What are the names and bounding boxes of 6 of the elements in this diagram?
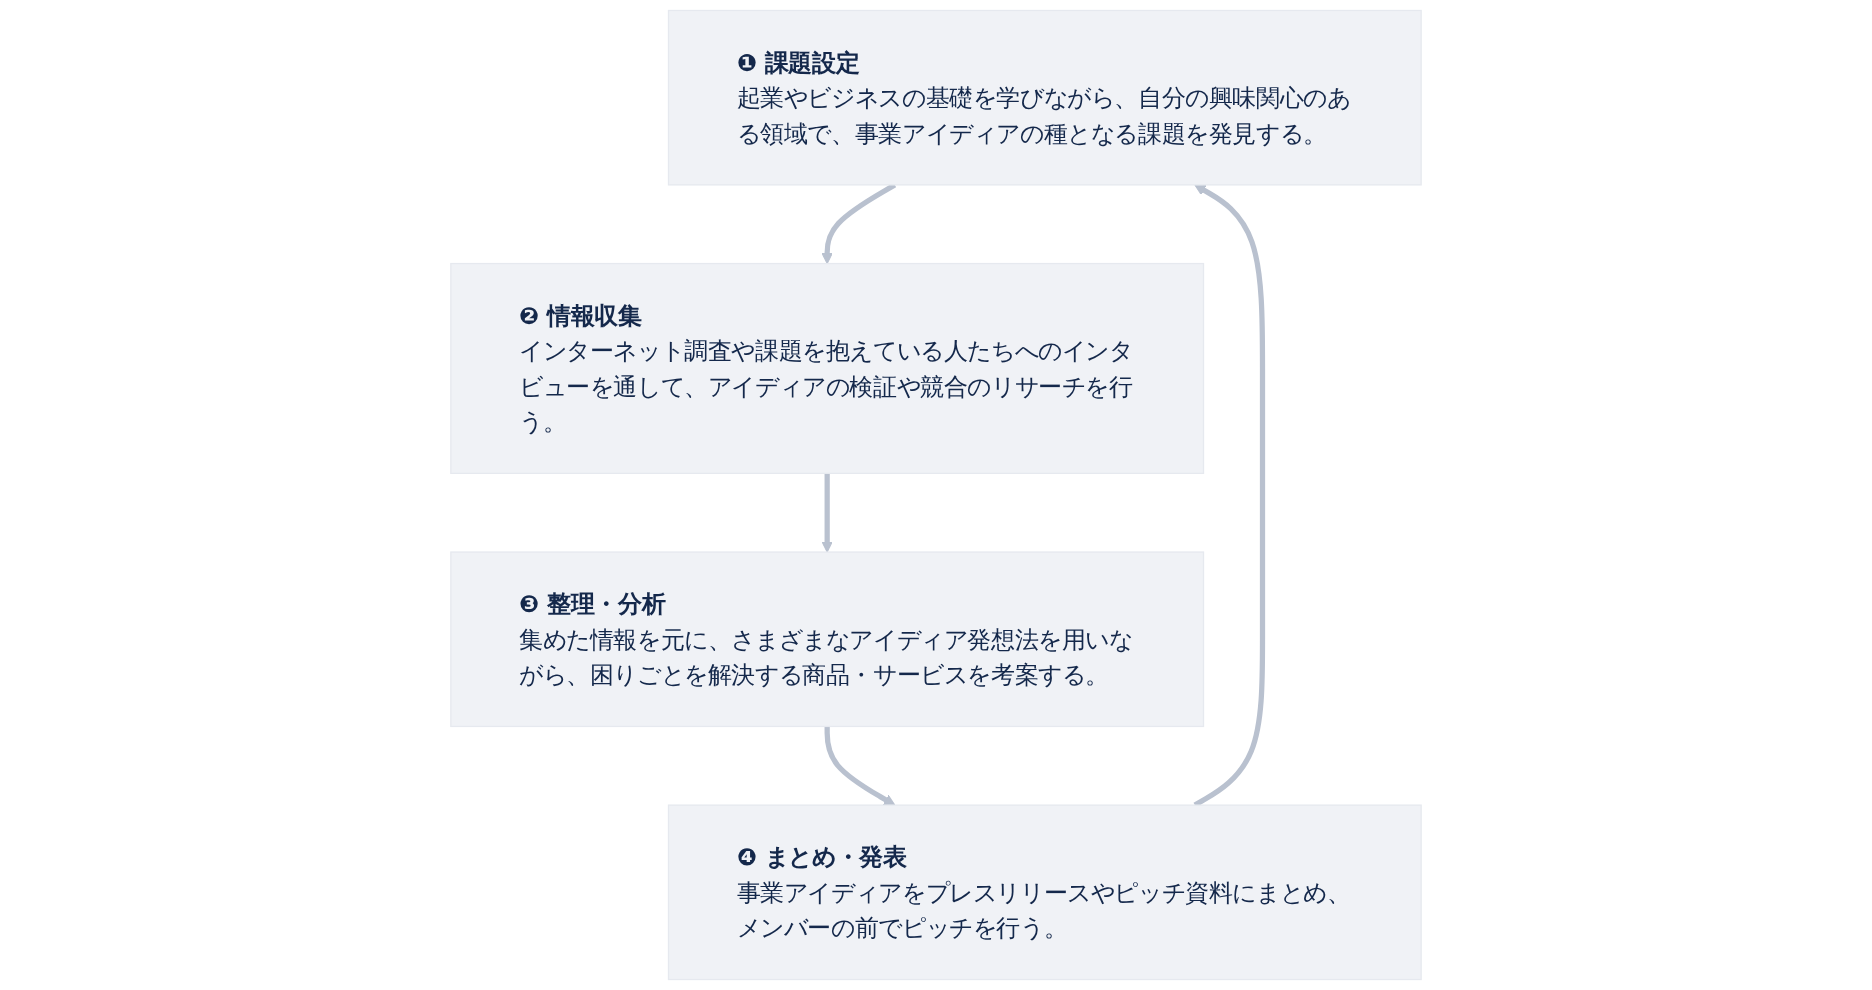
node-box: ❸ 整理・分析 集めた情報を元に、さまざまなアイディア発想法を用いながら、困りごとを解決する商品・サービスを考案する。 [450, 551, 1205, 728]
node-box: ❷ 情報収集 インターネット調査や課題を抱えている人たちへのインタビューを通して、アイディアの検証や競合のリサーチを行う。 [450, 262, 1205, 474]
node-box: ❹ まとめ・発表 事業アイディアをプレスリリースやピッチ資料にまとめ、メンバーの前でピッチを行う。 [667, 804, 1422, 981]
arrow [821, 473, 833, 553]
node-box: ❶ 課題設定 起業やビジネスの基礎を学びながら、自分の興味関心のある領域で、事業アイディアの種となる課題を発見する。 [667, 9, 1422, 186]
arrow [824, 726, 896, 806]
